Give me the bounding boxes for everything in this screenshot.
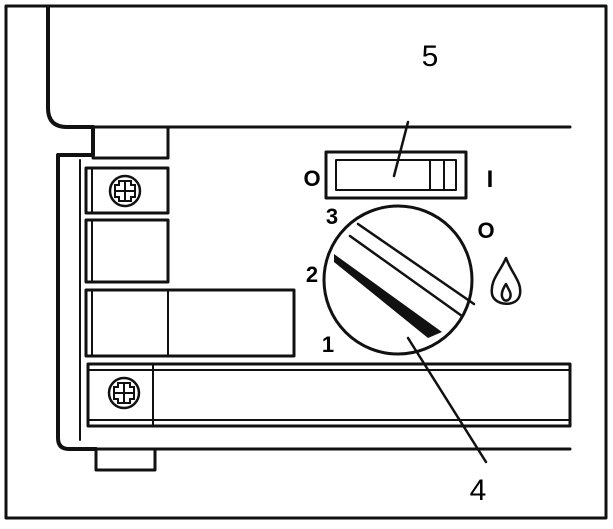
knob-position-2: 2	[306, 262, 318, 287]
callout-label-4: 4	[470, 474, 487, 507]
callout-4-leader	[406, 336, 488, 464]
callout-5-leader	[392, 120, 410, 178]
lower-strip	[86, 362, 572, 428]
bottom-tab	[94, 447, 157, 472]
terminal-block-2	[84, 218, 170, 284]
panel-left-edge	[56, 125, 98, 451]
knob-grip-line-lower	[348, 234, 464, 318]
upper-housing-edge	[46, 6, 95, 129]
knob-off-symbol: O	[477, 218, 494, 243]
terminal-block-1	[84, 166, 170, 215]
temperature-knob	[322, 204, 474, 356]
top-tab	[91, 125, 170, 160]
knob-position-1: 1	[322, 332, 334, 357]
knob-pointer	[334, 254, 442, 338]
knob-position-3: 3	[326, 204, 338, 229]
flame-icon	[490, 256, 522, 305]
switch-on-symbol: I	[487, 166, 494, 193]
rocker-switch-rocker	[335, 159, 457, 191]
terminal-block-3	[84, 288, 296, 358]
phillips-screw-icon	[107, 376, 141, 410]
switch-off-symbol: O	[303, 166, 320, 191]
knob-grip-line-upper	[356, 222, 476, 306]
rocker-switch-housing	[324, 150, 468, 200]
figure-frame	[4, 4, 608, 520]
phillips-screw-icon	[108, 174, 142, 208]
callout-label-5: 5	[422, 40, 439, 73]
